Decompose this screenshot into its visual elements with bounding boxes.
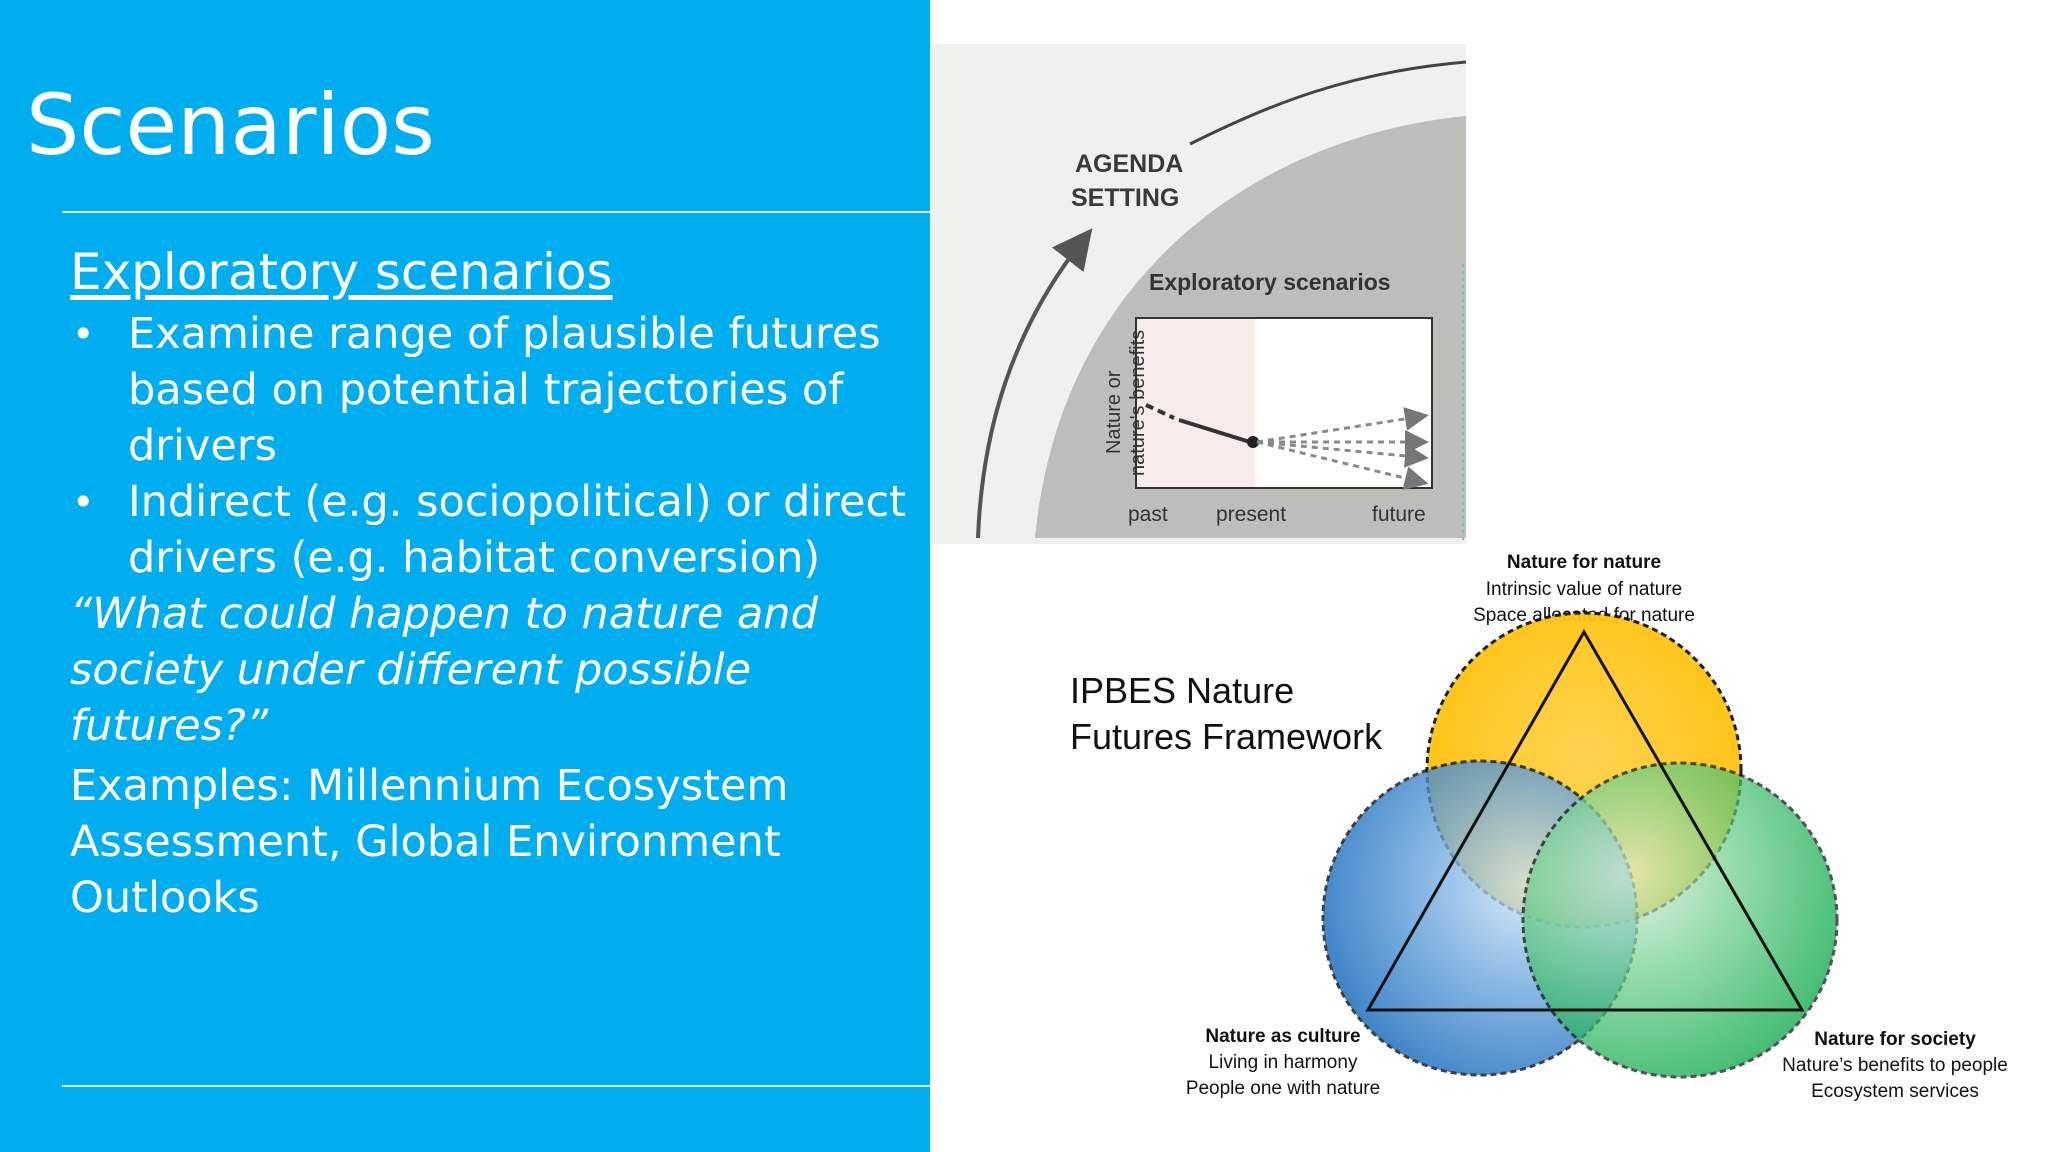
right-circle-line1: Nature’s benefits to people: [1782, 1055, 2008, 1076]
top-circle-line1: Intrinsic value of nature: [1486, 579, 1682, 600]
bullet-item: • Indirect (e.g. sociopolitical) or dire…: [70, 474, 920, 586]
examples-text: Examples: Millennium Ecosystem Assessmen…: [70, 761, 789, 923]
nature-futures-venn: Nature for nature Intrinsic value of nat…: [1186, 552, 2008, 1102]
bullet-item: • Examine range of plausible futures bas…: [70, 306, 920, 474]
past-trend-solid: [1178, 418, 1251, 444]
x-label-future: future: [1372, 503, 1426, 526]
top-circle-title: Nature for nature: [1507, 552, 1661, 573]
framework-title-line2: Futures Framework: [1070, 716, 1383, 757]
x-label-present: present: [1216, 503, 1286, 526]
bullet-list: • Examine range of plausible futures bas…: [70, 306, 920, 586]
bullet-text: Indirect (e.g. sociopolitical) or direct…: [128, 477, 906, 583]
y-axis-label-line1: Nature or: [1103, 370, 1125, 454]
left-circle-line2: People one with nature: [1186, 1078, 1380, 1099]
past-trend-dashed: [1145, 403, 1175, 420]
right-circle-title: Nature for society: [1814, 1029, 1976, 1050]
framework-title: IPBES Nature Futures Framework: [1070, 668, 1382, 760]
bullet-dot-icon: •: [72, 480, 95, 524]
agenda-arrow-icon: [976, 228, 1093, 539]
framework-triangle: [1365, 628, 1805, 1012]
slide-title: Scenarios: [26, 76, 435, 174]
panel-title: Exploratory scenarios: [1149, 269, 1391, 295]
nature-for-society-circle: [1521, 761, 1839, 1079]
present-point: [1247, 436, 1259, 448]
right-circle-line2: Ecosystem services: [1811, 1081, 1979, 1102]
footer-divider: [62, 1085, 930, 1087]
title-divider: [62, 211, 930, 213]
bullet-dot-icon: •: [72, 312, 95, 356]
agenda-curve-line: [1189, 60, 1466, 146]
framework-title-line1: IPBES Nature: [1070, 670, 1295, 711]
future-trajectory: [1256, 440, 1429, 468]
agenda-label-line2: SETTING: [1071, 184, 1179, 212]
past-band: [1137, 319, 1255, 487]
left-circle-line1: Living in harmony: [1209, 1052, 1358, 1073]
future-trajectory: [1256, 406, 1429, 444]
left-circle-title: Nature as culture: [1205, 1026, 1360, 1047]
bullet-text: Examine range of plausible futures based…: [128, 309, 881, 471]
exploratory-scenarios-figure: AGENDA SETTING Exploratory scenarios Nat…: [930, 44, 1466, 544]
future-trajectory: [1256, 440, 1429, 490]
guiding-question: “What could happen to nature and society…: [70, 589, 818, 751]
x-label-past: past: [1128, 503, 1168, 526]
text-panel: Scenarios Exploratory scenarios • Examin…: [0, 0, 930, 1152]
y-axis-label-line2: nature's benefits: [1127, 330, 1149, 476]
agenda-label-line1: AGENDA: [1075, 150, 1183, 178]
subheading: Exploratory scenarios: [70, 243, 613, 301]
